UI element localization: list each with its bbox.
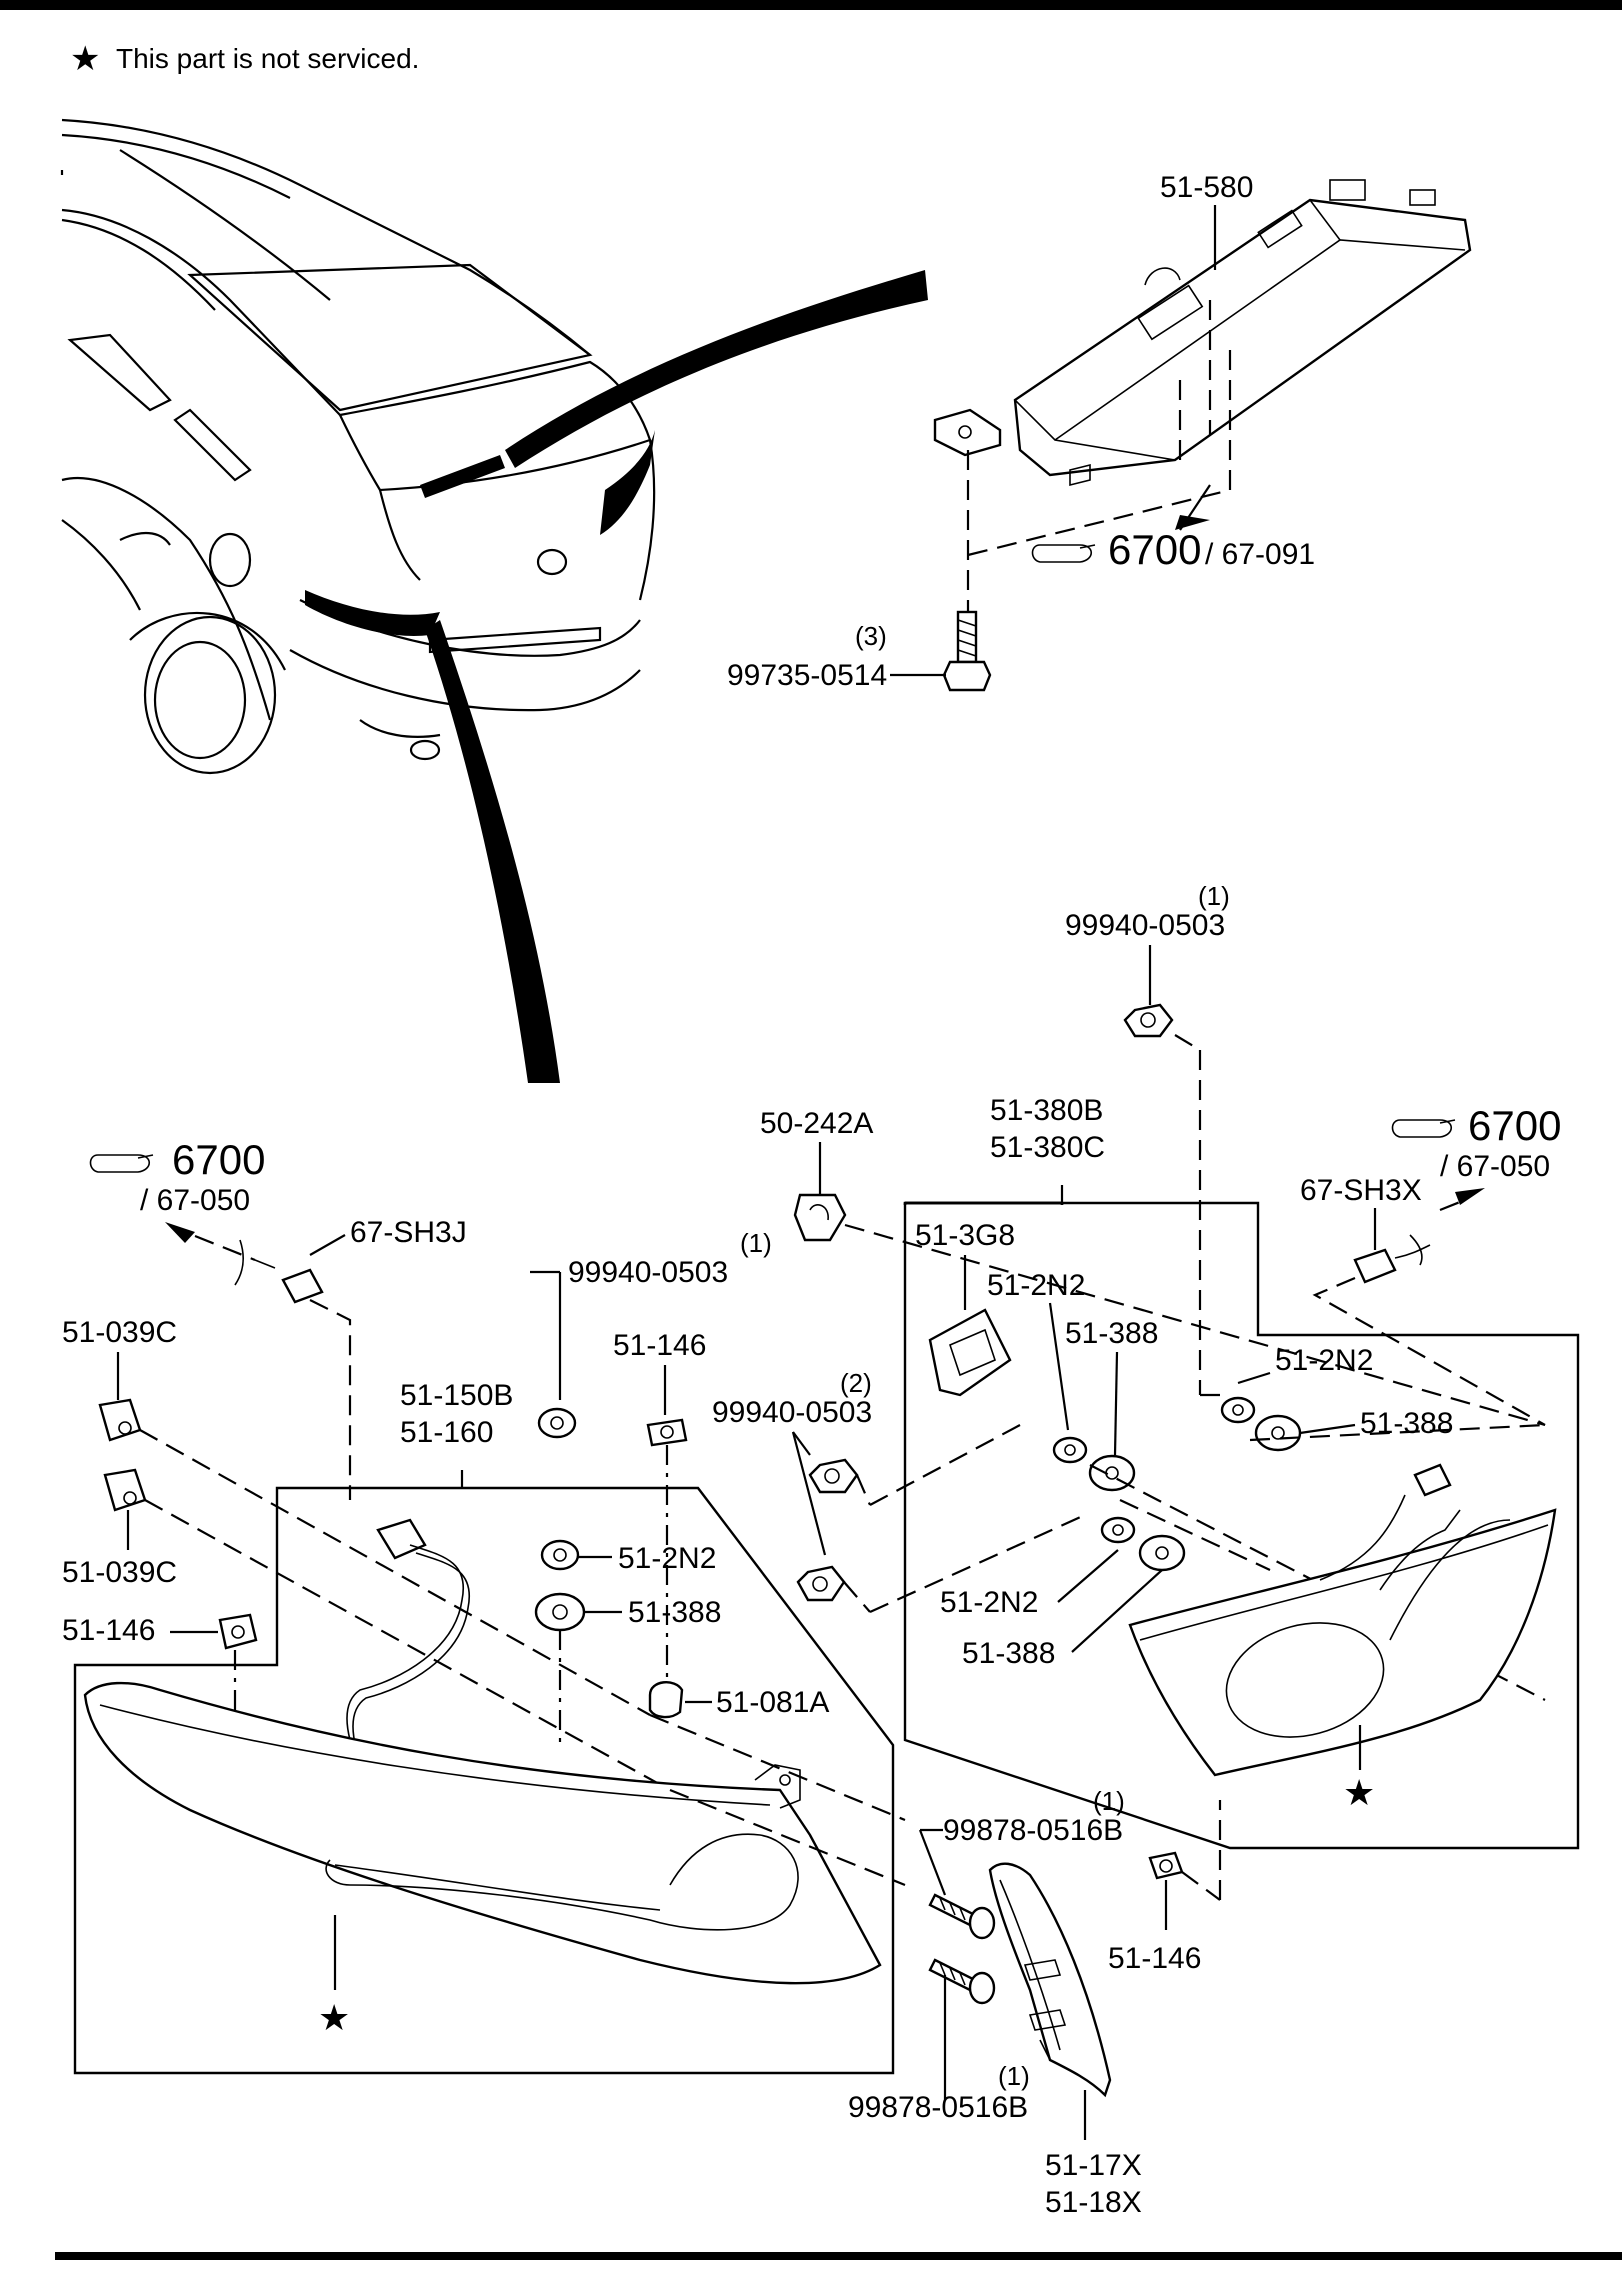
part-label-51-3G8[interactable]: 51-3G8	[915, 1219, 1015, 1252]
high-mount-lamp-location	[420, 455, 505, 498]
grommet-51-146-b	[218, 1613, 258, 1650]
bottom-border	[55, 2252, 1622, 2260]
leader-swoosh-high-mount	[505, 270, 928, 468]
washer-51-2N2-c	[1100, 1516, 1136, 1544]
part-label-51-150B[interactable]: 51-150B	[400, 1379, 513, 1412]
part-label-50-242A[interactable]: 50-242A	[760, 1107, 873, 1140]
part-label-99940-0503-left[interactable]: 99940-0503	[568, 1256, 728, 1289]
nut-99940-top	[1123, 1003, 1174, 1038]
part-label-51-388-a[interactable]: 51-388	[1065, 1317, 1158, 1350]
arrow-to-6700-right	[1455, 1188, 1485, 1205]
arrow-to-6700-left	[165, 1222, 195, 1243]
leader-swoosh-tail	[425, 620, 560, 1083]
grommet-51-146-a	[646, 1418, 688, 1447]
qty-99878-top: (1)	[1093, 1786, 1125, 1816]
part-label-51-039C-b[interactable]: 51-039C	[62, 1556, 177, 1589]
rear-combination-lamp-outer	[83, 1681, 882, 1985]
lamp-wiring-harness	[346, 1518, 471, 1749]
part-label-51-2N2-a[interactable]: 51-2N2	[987, 1269, 1085, 1302]
svg-text:/ 67-050: / 67-050	[140, 1184, 250, 1217]
qty-99878-bottom: (1)	[998, 2061, 1030, 2091]
part-label-51-2N2-b[interactable]: 51-2N2	[1275, 1344, 1373, 1377]
not-serviced-star-right: ★	[1343, 1772, 1375, 1813]
part-label-51-039C-a[interactable]: 51-039C	[62, 1316, 177, 1349]
trim-garnish-51-17X	[988, 1862, 1112, 2098]
ref-6700-left[interactable]: 6700 / 67-050	[89, 1136, 266, 1217]
ref-6700-right[interactable]: 6700 / 67-050	[1391, 1102, 1562, 1183]
top-border	[0, 0, 1622, 10]
part-label-51-2N2-c[interactable]: 51-2N2	[940, 1586, 1038, 1619]
washer-51-388-c	[1138, 1534, 1186, 1572]
rear-combination-lamp-inner	[1128, 1463, 1557, 1777]
part-label-51-17X[interactable]: 51-17X	[1045, 2149, 1142, 2182]
svg-text:/ 67-091: / 67-091	[1205, 538, 1315, 571]
part-label-51-081A[interactable]: 51-081A	[716, 1686, 829, 1719]
bolt-99735-0514	[942, 610, 992, 692]
part-label-51-2N2-d[interactable]: 51-2N2	[618, 1542, 716, 1575]
part-label-51-380C[interactable]: 51-380C	[990, 1131, 1105, 1164]
not-serviced-star: ★	[70, 40, 100, 78]
nut-99940-mid-a	[808, 1458, 859, 1494]
part-label-51-580[interactable]: 51-580	[1160, 171, 1253, 204]
nut-99940-mid-b	[796, 1565, 846, 1602]
part-label-51-146-c[interactable]: 51-146	[1108, 1942, 1201, 1975]
qty-99940-left: (1)	[740, 1228, 772, 1258]
qty-99735: (3)	[855, 621, 887, 651]
washer-51-2N2-b	[1220, 1396, 1256, 1424]
connector-67-SH3X	[1353, 1234, 1431, 1284]
part-label-67-SH3J[interactable]: 67-SH3J	[350, 1216, 467, 1249]
washer-51-388-b	[1254, 1414, 1302, 1452]
part-label-51-18X[interactable]: 51-18X	[1045, 2186, 1142, 2219]
part-label-51-380B[interactable]: 51-380B	[990, 1094, 1103, 1127]
right-assembly-frame	[903, 1201, 1580, 1850]
part-label-51-388-c[interactable]: 51-388	[962, 1637, 1055, 1670]
svg-text:6700: 6700	[172, 1136, 265, 1183]
nut-99940-left	[537, 1407, 577, 1439]
part-label-99940-0503-mid[interactable]: 99940-0503	[712, 1396, 872, 1429]
pointing-hand-icon	[1031, 544, 1096, 563]
clip-50-242A	[793, 1193, 847, 1242]
clip-51-039C-b	[103, 1468, 147, 1512]
vehicle-illustration	[60, 118, 928, 1083]
not-serviced-note: This part is not serviced.	[116, 43, 419, 74]
qty-99940-top: (1)	[1198, 881, 1230, 911]
washer-51-2N2-a	[1052, 1436, 1088, 1464]
qty-99940-mid: (2)	[840, 1368, 872, 1398]
high-mount-stop-lamp	[933, 179, 1472, 487]
retainer-51-3G8	[928, 1308, 1012, 1397]
grommet-51-081A	[648, 1681, 684, 1719]
left-assembly-frame	[73, 1486, 895, 2075]
washer-51-2N2-d	[540, 1539, 580, 1571]
ref-6700-top[interactable]: 6700 / 67-091	[1031, 526, 1316, 573]
svg-text:6700: 6700	[1468, 1102, 1561, 1149]
screw-99878-0516B-a	[928, 1893, 996, 1940]
screw-99878-0516B-b	[928, 1958, 996, 2005]
part-label-99878-0516B-bottom[interactable]: 99878-0516B	[848, 2091, 1028, 2124]
part-label-67-SH3X[interactable]: 67-SH3X	[1300, 1174, 1422, 1207]
grommet-51-146-c	[1148, 1851, 1184, 1880]
part-label-51-160[interactable]: 51-160	[400, 1416, 493, 1449]
part-label-99940-0503-top[interactable]: 99940-0503	[1065, 909, 1225, 942]
part-label-51-146-b[interactable]: 51-146	[62, 1614, 155, 1647]
part-label-51-146-a[interactable]: 51-146	[613, 1329, 706, 1362]
pointing-hand-icon	[89, 1154, 154, 1173]
part-label-51-388-d[interactable]: 51-388	[628, 1596, 721, 1629]
clip-51-039C-a	[98, 1398, 142, 1442]
tail-lamp-location-left	[305, 590, 440, 636]
connector-67-SH3J	[281, 1268, 324, 1304]
part-label-99878-0516B-top[interactable]: 99878-0516B	[943, 1814, 1123, 1847]
part-label-51-388-b[interactable]: 51-388	[1360, 1407, 1453, 1440]
washer-51-388-d	[534, 1592, 586, 1632]
svg-text:6700: 6700	[1108, 526, 1201, 573]
pointing-hand-icon	[1391, 1119, 1456, 1138]
not-serviced-star-left: ★	[318, 1997, 350, 2038]
part-label-99735-0514[interactable]: 99735-0514	[727, 659, 887, 692]
svg-text:/ 67-050: / 67-050	[1440, 1150, 1550, 1183]
tail-lamp-location-right	[600, 430, 655, 535]
